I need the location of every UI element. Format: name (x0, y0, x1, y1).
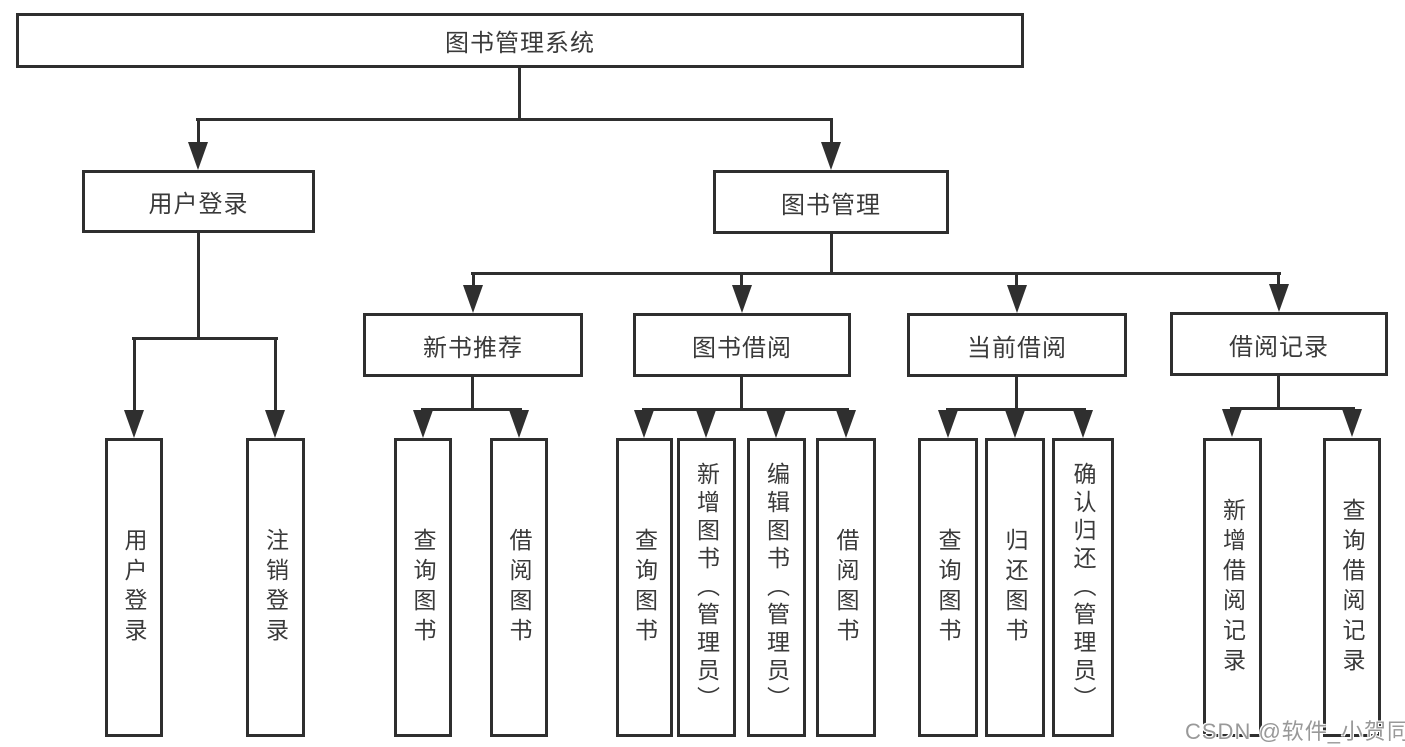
node-bb-query-books-label: 查询图书 (631, 527, 658, 648)
connector-drop-book-borrow (740, 272, 743, 287)
node-book-borrow-label: 图书借阅 (692, 334, 792, 362)
connector-borrow-records-hline (1230, 407, 1355, 410)
node-current-borrow-label: 当前借阅 (967, 334, 1067, 362)
connector-book-mgmt-hline (471, 272, 1281, 275)
node-br-query-record-label: 查询借阅记录 (1339, 497, 1365, 678)
arrow-down-icon (1005, 410, 1025, 438)
connector-book-mgmt-stem (830, 234, 833, 275)
node-user-login: 用户登录 (82, 170, 315, 233)
node-leaf-user-login-label: 用户登录 (121, 527, 147, 648)
connector-drop-leaf-logout (274, 337, 277, 412)
connector-new-books-hline (421, 408, 522, 411)
arrow-down-icon (821, 142, 841, 170)
connector-new-books-stem (471, 377, 474, 410)
arrow-down-icon (634, 410, 654, 438)
node-user-login-label: 用户登录 (148, 191, 249, 218)
node-nb-borrow-books: 借阅图书 (490, 438, 548, 737)
connector-drop-leaf-user-login (133, 337, 136, 412)
connector-root-stem (518, 68, 521, 120)
node-bb-add-books-label: 新增图书（管理员） (693, 461, 720, 714)
node-cb-return-books-label: 归还图书 (1002, 527, 1028, 648)
arrow-down-icon (1007, 285, 1027, 313)
node-root-label: 图书管理系统 (445, 30, 595, 57)
node-leaf-logout: 注销登录 (246, 438, 305, 737)
node-cb-query-books: 查询图书 (918, 438, 978, 737)
connector-book-borrow-hline (642, 408, 849, 411)
arrow-down-icon (1073, 410, 1093, 438)
connector-current-borrow-stem (1015, 377, 1018, 410)
connector-drop-new-books (472, 272, 475, 287)
node-cb-confirm-return: 确认归还（管理员） (1052, 438, 1114, 737)
connector-drop-borrow-records (1277, 272, 1280, 287)
node-bb-edit-books-label: 编辑图书（管理员） (763, 461, 790, 714)
arrow-down-icon (1342, 409, 1362, 437)
node-current-borrow: 当前借阅 (907, 313, 1127, 377)
node-book-borrow: 图书借阅 (633, 313, 851, 377)
node-root: 图书管理系统 (16, 13, 1024, 68)
connector-drop-current-borrow (1015, 272, 1018, 287)
node-bb-borrow-books: 借阅图书 (816, 438, 876, 737)
arrow-down-icon (938, 410, 958, 438)
node-cb-query-books-label: 查询图书 (935, 527, 961, 648)
csdn-watermark: CSDN @软件_小贺同学 (1185, 719, 1405, 744)
arrow-down-icon (836, 410, 856, 438)
node-br-add-record-label: 新增借阅记录 (1219, 497, 1246, 678)
node-nb-query-books-label: 查询图书 (410, 527, 436, 648)
arrow-down-icon (188, 142, 208, 170)
arrow-down-icon (265, 410, 285, 438)
arrow-down-icon (413, 410, 433, 438)
connector-borrow-records-stem (1277, 376, 1280, 409)
node-cb-confirm-return-label: 确认归还（管理员） (1070, 461, 1096, 714)
node-borrow-records: 借阅记录 (1170, 312, 1388, 376)
node-br-add-record: 新增借阅记录 (1203, 438, 1262, 737)
node-bb-query-books: 查询图书 (616, 438, 673, 737)
node-br-query-record: 查询借阅记录 (1323, 438, 1381, 737)
node-nb-query-books: 查询图书 (394, 438, 452, 737)
node-borrow-records-label: 借阅记录 (1229, 333, 1329, 361)
arrow-down-icon (766, 410, 786, 438)
arrow-down-icon (732, 285, 752, 313)
arrow-down-icon (1269, 284, 1289, 312)
arrow-down-icon (696, 410, 716, 438)
node-leaf-logout-label: 注销登录 (262, 527, 289, 648)
arrow-down-icon (124, 410, 144, 438)
node-book-mgmt: 图书管理 (713, 170, 949, 234)
connector-book-borrow-stem (740, 377, 743, 410)
node-bb-edit-books: 编辑图书（管理员） (747, 438, 806, 737)
connector-current-borrow-hline (946, 408, 1086, 411)
arrow-down-icon (509, 410, 529, 438)
node-leaf-user-login: 用户登录 (105, 438, 163, 737)
node-new-books-label: 新书推荐 (423, 334, 523, 362)
connector-drop-user-login (197, 118, 200, 144)
node-cb-return-books: 归还图书 (985, 438, 1045, 737)
connector-root-hline (196, 118, 833, 121)
node-bb-add-books: 新增图书（管理员） (677, 438, 736, 737)
arrow-down-icon (1222, 409, 1242, 437)
node-bb-borrow-books-label: 借阅图书 (833, 527, 859, 648)
node-book-mgmt-label: 图书管理 (781, 191, 881, 219)
connector-user-login-hline (132, 337, 278, 340)
arrow-down-icon (463, 285, 483, 313)
connector-user-login-stem (197, 233, 200, 340)
connector-drop-book-mgmt (830, 118, 833, 144)
node-nb-borrow-books-label: 借阅图书 (506, 527, 532, 648)
node-new-books: 新书推荐 (363, 313, 583, 377)
